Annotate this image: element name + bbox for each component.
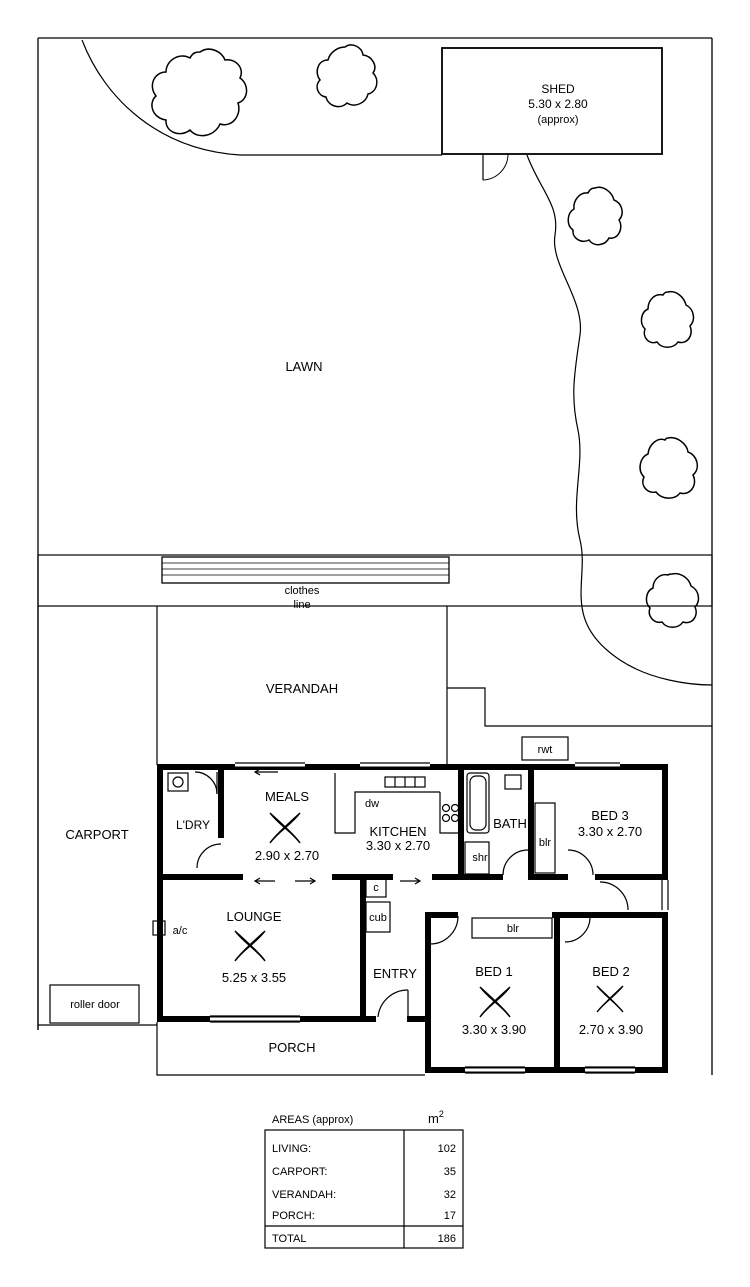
area-row-value: 35 [444, 1166, 456, 1178]
tree-icon [640, 290, 695, 348]
tree-icon [567, 186, 623, 246]
meals-size: 2.90 x 2.70 [255, 848, 319, 863]
ac-label: a/c [173, 925, 188, 937]
bath-label: BATH [493, 816, 527, 831]
trees [151, 44, 700, 628]
carport-label: CARPORT [65, 827, 128, 842]
house-walls [157, 764, 668, 1073]
kitchen-label: KITCHEN [369, 824, 426, 839]
area-row-value: 17 [444, 1210, 456, 1222]
entry-label: ENTRY [373, 966, 417, 981]
fan-icon [269, 812, 301, 844]
lounge-size: 5.25 x 3.55 [222, 970, 286, 985]
area-total-label: TOTAL [272, 1233, 306, 1245]
shed-size: 5.30 x 2.80 [528, 97, 588, 111]
cub-label: cub [369, 912, 387, 924]
area-total-value: 186 [438, 1233, 456, 1245]
verandah: VERANDAH [156, 606, 712, 765]
lounge-label: LOUNGE [227, 909, 282, 924]
c-label: c [373, 882, 379, 894]
roller-door-label: roller door [70, 999, 120, 1011]
areas-title: AREAS (approx) [272, 1114, 353, 1126]
porch: PORCH [156, 1022, 425, 1076]
clothesline-label-2: line [293, 599, 310, 611]
bed1-label: BED 1 [475, 964, 513, 979]
verandah-label: VERANDAH [266, 681, 338, 696]
roller-door [49, 984, 140, 1024]
bed2-label: BED 2 [592, 964, 630, 979]
bed2-size: 2.70 x 3.90 [579, 1022, 643, 1037]
meals-label: MEALS [265, 789, 309, 804]
clothesline-label-1: clothes [285, 585, 320, 597]
carport: CARPORT roller door [37, 606, 140, 1030]
area-row-label: LIVING: [272, 1143, 311, 1155]
area-row-value: 32 [444, 1189, 456, 1201]
fan-icon [234, 930, 266, 962]
shed-note: (approx) [538, 114, 579, 126]
bed3-label: BED 3 [591, 808, 629, 823]
porch-label: PORCH [269, 1040, 316, 1055]
shr-label: shr [472, 852, 488, 864]
areas-table: AREAS (approx) m2 LIVING: 102 CARPORT: 3… [264, 1109, 464, 1249]
room-labels: L'DRY MEALS 2.90 x 2.70 dw KITCHEN 3.30 … [173, 789, 644, 1037]
laundry-label: L'DRY [176, 818, 210, 832]
area-row-label: VERANDAH: [272, 1189, 336, 1201]
tree-icon [645, 572, 700, 628]
tree-icon [639, 436, 699, 499]
tree-icon [316, 44, 378, 108]
fan-icon [479, 986, 511, 1018]
blr3-label: blr [539, 837, 552, 849]
shed-label: SHED [541, 82, 575, 96]
blr1-label: blr [507, 923, 520, 935]
ceiling-fans [234, 812, 624, 1018]
fan-icon [596, 985, 624, 1013]
clothesline: clothes line [37, 554, 713, 611]
kitchen-size: 3.30 x 2.70 [366, 838, 430, 853]
rainwater-tank: rwt [521, 736, 569, 761]
shed: SHED 5.30 x 2.80 (approx) [441, 47, 663, 181]
bed3-size: 3.30 x 2.70 [578, 824, 642, 839]
area-row-value: 102 [438, 1143, 456, 1155]
tree-icon [151, 48, 248, 137]
area-row-label: CARPORT: [272, 1166, 327, 1178]
fixtures [152, 762, 669, 1074]
areas-unit: m2 [428, 1109, 444, 1126]
dw-label: dw [365, 798, 379, 810]
rwt-label: rwt [538, 744, 553, 756]
area-row-label: PORCH: [272, 1210, 315, 1222]
garden-bed-lines [81, 39, 713, 686]
lawn-label: LAWN [285, 359, 322, 374]
bed1-size: 3.30 x 3.90 [462, 1022, 526, 1037]
